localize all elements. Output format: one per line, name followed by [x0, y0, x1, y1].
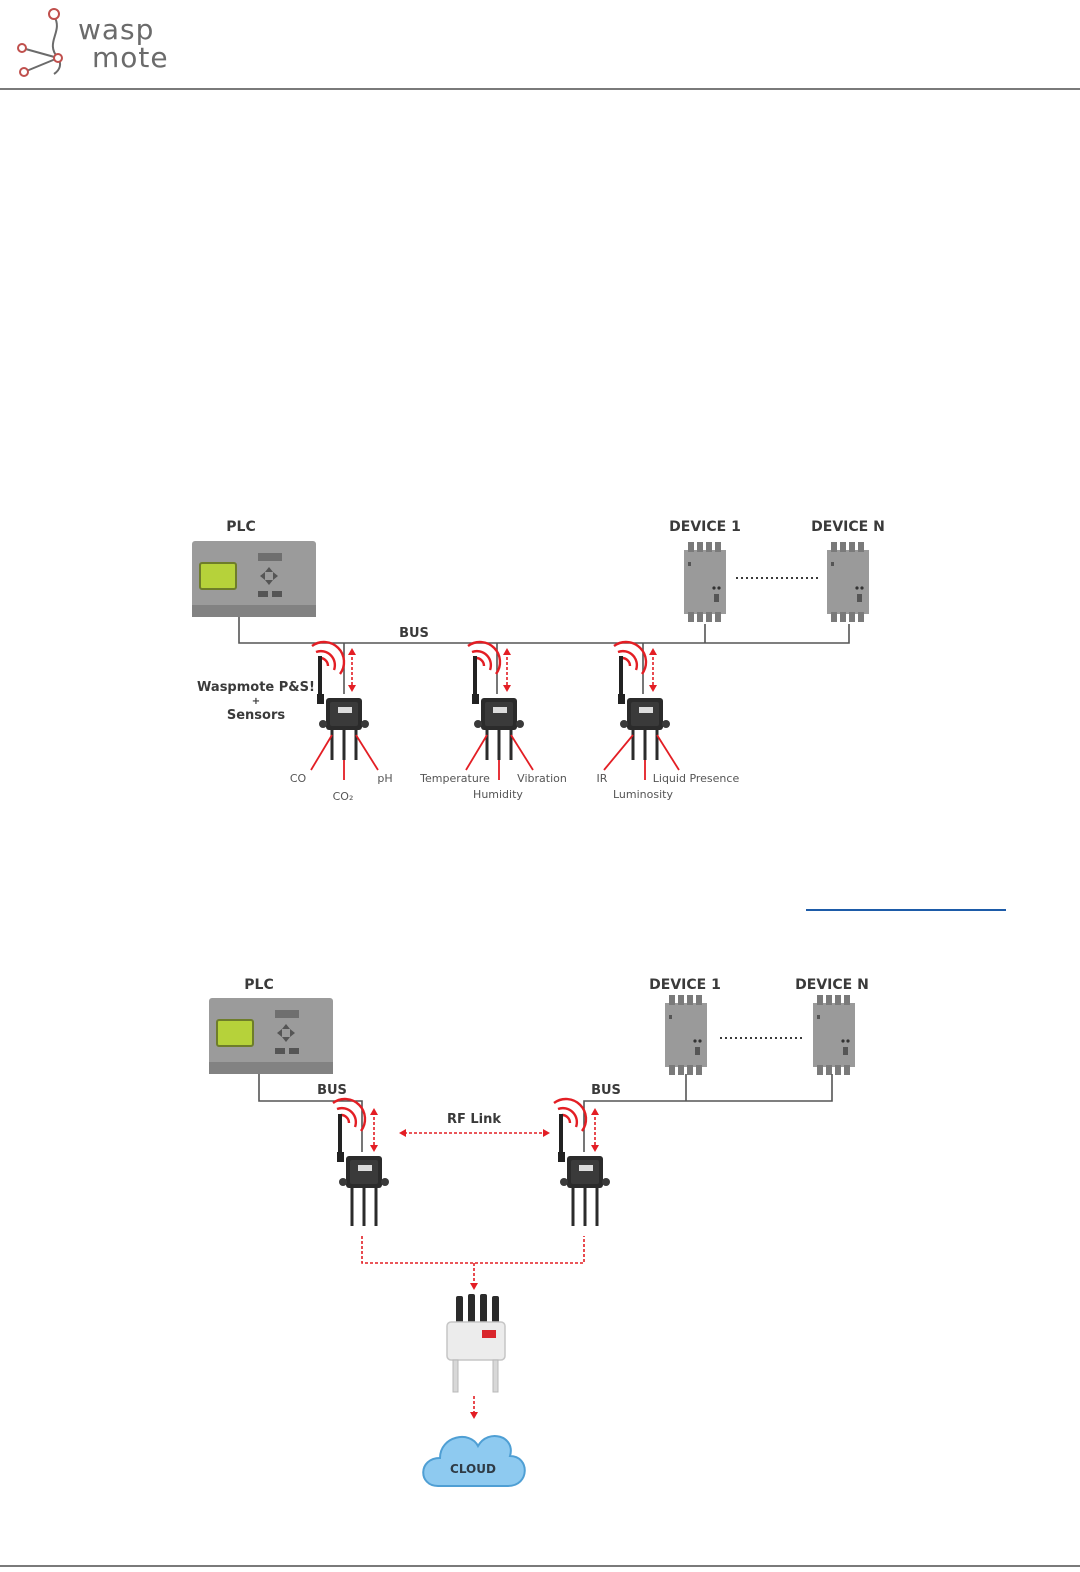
hyperlink-underline[interactable]: [806, 909, 1006, 911]
diagram-2: PLC DEVICE 1 DEVICE N BUS BUS RF Link: [208, 977, 869, 1487]
node-label-line1: Waspmote P&S!: [197, 680, 315, 695]
radio-waves-icon: [552, 1097, 588, 1133]
deviceN-label: DEVICE N: [811, 519, 885, 535]
radio-waves-icon: [310, 640, 346, 676]
sensor-temperature-label: Temperature: [419, 772, 490, 785]
sensor-liquid-label: Liquid Presence: [653, 772, 740, 785]
header-rule: [0, 88, 1080, 90]
plc-label-2: PLC: [244, 977, 273, 993]
sensor-luminosity-label: Luminosity: [613, 788, 673, 801]
sensor-co-label: CO: [290, 772, 307, 785]
footer-rule: [0, 1565, 1080, 1567]
deviceN-label-2: DEVICE N: [795, 977, 869, 993]
device1-label: DEVICE 1: [669, 519, 741, 535]
cloud-label: CLOUD: [450, 1462, 496, 1476]
sensor-co2-label: CO₂: [333, 790, 354, 803]
bus-right-label: BUS: [591, 1083, 621, 1098]
bus-left-line: [258, 1074, 363, 1152]
plc-label: PLC: [226, 519, 255, 535]
gateway-link: [361, 1236, 585, 1264]
logo-text-mote: mote: [92, 41, 169, 74]
gateway-device: [446, 1294, 506, 1393]
sensor-ir-label: IR: [597, 772, 608, 785]
plc-device-2: [208, 997, 334, 1075]
cloud-icon: [422, 1435, 526, 1487]
node-label-line2: +: [252, 696, 260, 707]
radio-waves-icon: [612, 640, 648, 676]
node-label-line3: Sensors: [227, 708, 286, 723]
device1-2: [665, 995, 707, 1075]
bus-right-line: [583, 1074, 833, 1152]
device1: [684, 542, 726, 622]
logo-text-wasp: wasp: [78, 13, 155, 46]
waspmote-node-3: [616, 654, 672, 732]
sensor-ph-label: pH: [377, 772, 392, 785]
radio-waves-icon: [466, 640, 502, 676]
deviceN: [827, 542, 869, 622]
waspmote-logo: wasp mote: [14, 2, 189, 84]
waspmote-node-2: [470, 654, 526, 732]
logo-node-graphic: [17, 8, 63, 77]
radio-waves-icon: [331, 1097, 367, 1133]
diagram-1: PLC DEVICE 1 DEVICE N BUS: [191, 519, 885, 803]
device1-label-2: DEVICE 1: [649, 977, 721, 993]
plc-device: [191, 540, 317, 618]
bus-line: [238, 617, 850, 644]
rf-link-label: RF Link: [447, 1112, 501, 1127]
deviceN-2: [813, 995, 855, 1075]
bus-label: BUS: [399, 626, 429, 641]
sensor-vibration-label: Vibration: [517, 772, 567, 785]
sensor-humidity-label: Humidity: [473, 788, 523, 801]
bus-left-label: BUS: [317, 1083, 347, 1098]
